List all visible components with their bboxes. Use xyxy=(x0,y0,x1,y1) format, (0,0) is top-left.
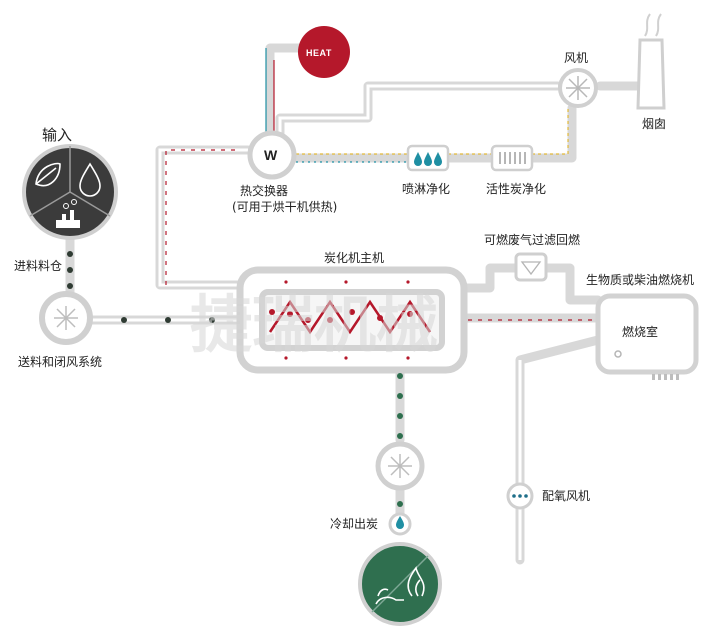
rotary-valve-icon xyxy=(54,306,78,330)
input-title: 输入 xyxy=(42,126,72,144)
feed-bin-label: 进料料仓 xyxy=(14,259,62,273)
gas-filter-label: 可燃废气过滤回燃 xyxy=(484,232,580,247)
flow-lines xyxy=(165,48,598,321)
hot-gas-pipe xyxy=(155,145,253,290)
heat-exchanger-label: 热交换器 xyxy=(240,183,288,198)
gas-pipe-2 xyxy=(541,263,603,305)
water-drop-icon xyxy=(396,516,404,529)
flame-icon xyxy=(407,566,425,597)
burner-vents xyxy=(652,374,679,380)
oxygen-fan-label: 配氧风机 xyxy=(542,489,590,503)
heat-exchanger-w: W xyxy=(264,147,278,163)
fan-icon xyxy=(566,76,590,100)
hand-icon xyxy=(375,588,404,605)
char-dots xyxy=(397,373,403,507)
feeder-node: 送料和闭风系统 xyxy=(18,291,102,369)
heat-label: HEAT xyxy=(306,48,332,58)
chimney-label: 烟囱 xyxy=(642,117,666,131)
combustion-label: 燃烧室 xyxy=(622,324,658,339)
combustion-node: 生物质或柴油燃烧机 燃烧室 xyxy=(586,272,699,380)
carbonizer-label: 炭化机主机 xyxy=(324,251,384,265)
heat-pipe xyxy=(265,43,305,138)
cooling-valve-node xyxy=(375,441,425,491)
cooling-drop-node: 冷却出炭 xyxy=(330,512,412,536)
factory-icon xyxy=(56,199,80,228)
burner-label: 生物质或柴油燃烧机 xyxy=(586,272,694,287)
water-drop-icon xyxy=(414,152,442,166)
fan-node: 风机 xyxy=(558,51,598,108)
heat-dots xyxy=(269,309,413,323)
heat-output-node: HEAT xyxy=(298,26,350,78)
carbon-label: 活性炭净化 xyxy=(486,182,546,196)
oxygen-fan-node: 配氧风机 xyxy=(506,482,590,510)
carbonizer-node: 炭化机主机 xyxy=(236,251,468,374)
oxygen-pipe xyxy=(515,335,603,565)
output-node xyxy=(358,542,442,626)
spray-label: 喷淋净化 xyxy=(402,182,450,196)
exhaust-pipe-3 xyxy=(527,103,577,163)
cooling-label: 冷却出炭 xyxy=(330,517,378,531)
heat-exchanger-note: (可用于烘干机供热) xyxy=(232,200,337,214)
gas-filter-node: 可燃废气过滤回燃 xyxy=(484,232,580,282)
fan-loop-pipe xyxy=(275,81,563,140)
spray-scrubber-node: 喷淋净化 xyxy=(402,144,450,196)
input-node: 输入 xyxy=(22,126,118,240)
watermark-text: 捷瑞机械 xyxy=(190,288,438,361)
activated-carbon-node: 活性炭净化 xyxy=(486,144,546,196)
chimney-node: 烟囱 xyxy=(636,13,666,131)
heating-coil xyxy=(268,299,432,335)
feeder-label: 送料和闭风系统 xyxy=(18,354,102,369)
droplet-icon xyxy=(79,162,101,197)
filter-icon xyxy=(499,152,526,164)
heat-exchanger-node: W 热交换器 (可用于烘干机供热) xyxy=(232,130,337,214)
fan-label: 风机 xyxy=(564,51,588,65)
leaf-icon xyxy=(35,162,61,187)
feed-material-dots xyxy=(67,251,215,323)
gas-pipe xyxy=(453,263,521,293)
